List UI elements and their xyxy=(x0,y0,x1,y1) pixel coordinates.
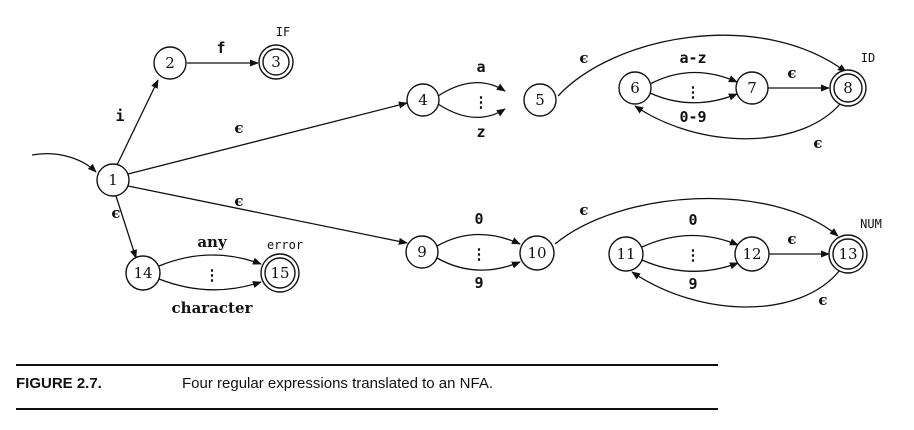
edge-label-1-4: ϵ xyxy=(234,119,243,137)
state-1: 1 xyxy=(96,163,130,197)
edge-label-10-13: ϵ xyxy=(579,201,588,219)
figure-label: FIGURE 2.7. xyxy=(16,375,102,392)
edge-label-11-12-dots: ⋮ xyxy=(686,246,701,264)
state-10: 10 xyxy=(519,235,555,271)
edge-6-7-bottom xyxy=(649,92,738,104)
edge-1-2 xyxy=(116,79,159,166)
edge-label-5-8: ϵ xyxy=(579,49,588,67)
state-3-label: 3 xyxy=(271,53,281,71)
state-13-accepting: 13 NUM xyxy=(828,217,882,274)
state-8-accepting: 8 ID xyxy=(829,51,875,107)
edge-label-14-15-top: any xyxy=(197,233,228,251)
edge-label-4-5-dots: ⋮ xyxy=(474,93,489,111)
edge-9-10-top xyxy=(436,233,521,247)
edge-5-8 xyxy=(557,34,847,97)
state-7-label: 7 xyxy=(747,79,757,97)
state-9: 9 xyxy=(405,235,439,269)
edge-label-1-14: ϵ xyxy=(111,204,120,222)
edge-label-7-8: ϵ xyxy=(787,64,796,82)
nfa-diagram: i f ϵ a ⋮ z ϵ a-z ⋮ 0-9 ϵ ϵ ϵ 0 ⋮ 9 ϵ 0 … xyxy=(31,25,882,317)
start-arrow xyxy=(31,153,97,173)
edge-1-9 xyxy=(127,185,408,245)
edge-11-12-bottom xyxy=(641,259,739,272)
state-5-label: 5 xyxy=(535,91,545,109)
state-11-label: 11 xyxy=(616,245,635,263)
edge-label-12-13: ϵ xyxy=(787,230,796,248)
state-15-accepting: 15 error xyxy=(260,238,303,293)
edge-label-2-3: f xyxy=(216,39,225,57)
edge-14-15-bottom xyxy=(158,278,262,291)
edge-label-11-12-bottom: 9 xyxy=(688,275,697,293)
state-15-label: 15 xyxy=(270,264,289,282)
edge-label-11-12-top: 0 xyxy=(688,211,697,229)
state-2: 2 xyxy=(153,46,187,80)
edge-label-1-9: ϵ xyxy=(234,192,243,210)
edge-1-14 xyxy=(115,195,137,259)
state-12: 12 xyxy=(734,236,770,272)
state-5: 5 xyxy=(523,83,557,117)
edge-13-11 xyxy=(631,269,841,308)
edge-10-13 xyxy=(554,197,839,245)
edge-label-6-7-top: a-z xyxy=(679,49,706,67)
state-6-label: 6 xyxy=(630,79,640,97)
state-8-label: 8 xyxy=(843,79,853,97)
state-1-label: 1 xyxy=(108,171,118,189)
state-11: 11 xyxy=(608,236,644,272)
figure-caption: Four regular expressions translated to a… xyxy=(182,375,493,392)
edge-4-5-top xyxy=(437,81,506,97)
state-2-label: 2 xyxy=(165,54,175,72)
edge-label-9-10-dots: ⋮ xyxy=(472,245,487,263)
caption-rule-top xyxy=(16,364,718,366)
state-14-label: 14 xyxy=(133,264,152,282)
edge-label-13-11: ϵ xyxy=(818,291,827,309)
state-9-label: 9 xyxy=(417,243,427,261)
state-12-label: 12 xyxy=(742,245,761,263)
state-14: 14 xyxy=(125,255,161,291)
state-10-label: 10 xyxy=(527,244,546,262)
edge-label-6-7-bottom: 0-9 xyxy=(679,108,706,126)
edge-14-15-top xyxy=(158,254,262,267)
state-3-accepting: 3 IF xyxy=(258,25,294,80)
edge-label-14-15-dots: ⋮ xyxy=(205,266,220,284)
edge-label-4-5-top: a xyxy=(476,58,485,76)
state-4: 4 xyxy=(406,83,440,117)
edge-label-9-10-bottom: 9 xyxy=(474,274,483,292)
state-7: 7 xyxy=(735,71,769,105)
caption-rule-bottom xyxy=(16,408,718,410)
edge-1-4 xyxy=(127,101,408,175)
edge-6-7 xyxy=(649,71,738,85)
edge-11-12-top xyxy=(641,234,739,248)
edge-label-9-10-top: 0 xyxy=(474,210,483,228)
state-6: 6 xyxy=(618,71,652,105)
token-error: error xyxy=(267,238,303,252)
token-NUM: NUM xyxy=(860,217,882,231)
edge-label-14-15-bottom: character xyxy=(172,299,254,317)
edge-8-6 xyxy=(634,103,841,140)
token-ID: ID xyxy=(861,51,875,65)
edge-4-5-bottom xyxy=(437,103,506,119)
edge-label-4-5-bottom: z xyxy=(476,123,485,141)
state-13-label: 13 xyxy=(838,245,857,263)
edge-9-10-bottom xyxy=(436,257,521,271)
state-4-label: 4 xyxy=(418,91,428,109)
token-IF: IF xyxy=(276,25,290,39)
edge-label-6-7-dots: ⋮ xyxy=(686,83,701,101)
edge-label-1-2: i xyxy=(115,107,124,125)
edge-label-8-6: ϵ xyxy=(813,134,822,152)
